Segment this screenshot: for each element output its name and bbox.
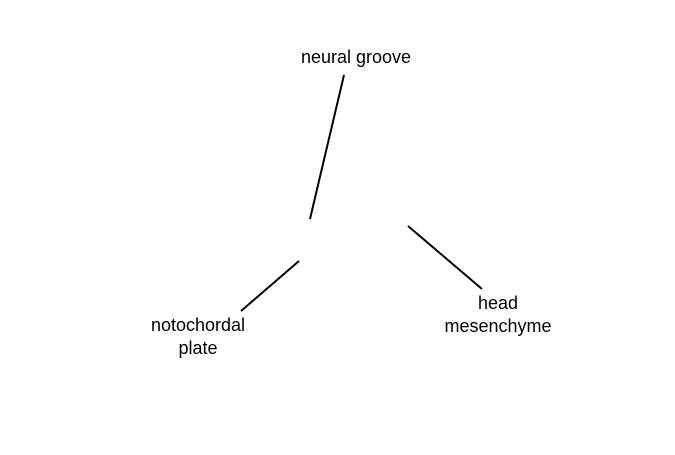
leader-line-head-mesenchyme — [407, 225, 483, 290]
label-neural-groove: neural groove — [300, 47, 412, 67]
leader-line-notochordal-plate — [240, 260, 300, 312]
label-head-mesenchyme: head mesenchyme — [444, 293, 552, 336]
label-notochordal-plate: notochordal plate — [150, 315, 246, 358]
leader-line-neural-groove — [309, 74, 345, 220]
